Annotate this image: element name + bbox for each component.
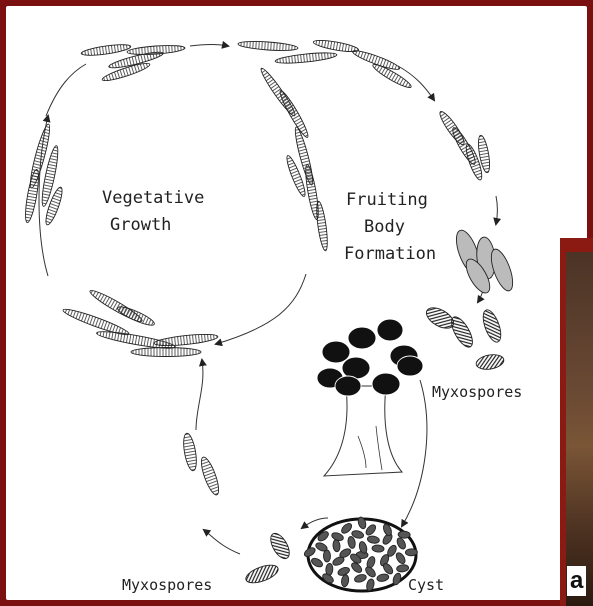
cyst [303, 516, 418, 591]
sporangium [397, 356, 423, 376]
sporangium [335, 376, 361, 396]
vegetative-cell [275, 51, 337, 65]
photo-panel [560, 238, 593, 606]
arrow-germination-up [196, 360, 203, 430]
myxospore [447, 314, 476, 350]
cyst-spore [323, 550, 330, 562]
life-cycle-diagram: Vegetative Growth Fruiting Body Formatio… [6, 6, 587, 600]
vegetative-cell [315, 201, 330, 252]
label-cyst: Cyst [408, 576, 444, 594]
germinating-cell [181, 432, 198, 471]
arrow-top-to-right [190, 45, 228, 47]
vegetative-cell [116, 304, 156, 328]
vegetative-cell [23, 169, 41, 224]
vegetative-cell [238, 40, 298, 52]
myxospore [480, 308, 505, 345]
vegetative-cell [131, 348, 201, 357]
arrow-left-top [46, 64, 86, 116]
sporangium [372, 373, 400, 395]
label-vegetative: Vegetative [102, 188, 204, 208]
myxospore [267, 530, 293, 561]
photo-panel-label: a [567, 566, 586, 596]
arrow-fruit-to-cyst [402, 380, 427, 526]
cyst-spore [398, 531, 410, 539]
sporangium [322, 341, 350, 363]
sporangia [317, 319, 423, 396]
label-body: Body [364, 217, 405, 237]
sporangium [377, 319, 403, 341]
arrow-ring-bottom [216, 274, 306, 344]
arrow-cyst-to-spores [302, 518, 328, 528]
myxospore [244, 562, 281, 587]
arrow-spores-up [204, 530, 240, 554]
label-myxospores-right: Myxospores [432, 383, 522, 401]
label-growth: Growth [110, 215, 171, 235]
vegetative-cell [154, 332, 219, 348]
label-myxospores-bottom: Myxospores [122, 576, 212, 594]
vegetative-cell [277, 89, 311, 140]
germinating-cell [198, 455, 222, 496]
fruiting-body [317, 319, 423, 476]
sporangium [348, 327, 376, 349]
arrow-right-down [496, 196, 498, 224]
cyst-spore [405, 549, 417, 556]
diagram-frame: Vegetative Growth Fruiting Body Formatio… [6, 6, 587, 600]
vegetative-cell [127, 44, 185, 56]
myxospore [475, 353, 505, 372]
vegetative-cells [23, 38, 492, 497]
fruiting-body-stalk [324, 386, 402, 476]
label-formation: Formation [344, 244, 436, 264]
label-fruiting: Fruiting [346, 190, 428, 210]
myxospore [423, 304, 457, 333]
vegetative-cell [81, 43, 132, 58]
